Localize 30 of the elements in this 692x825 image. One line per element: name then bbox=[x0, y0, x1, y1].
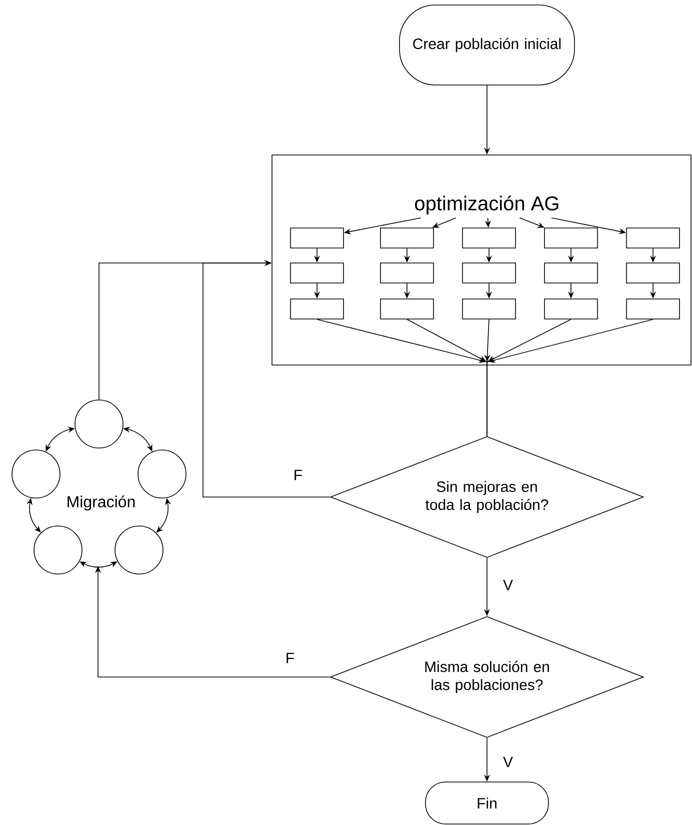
circle-node bbox=[114, 526, 164, 574]
container-box bbox=[272, 154, 692, 366]
process-box bbox=[380, 298, 434, 320]
process-box bbox=[290, 228, 344, 248]
process-box bbox=[626, 298, 680, 320]
edge-label: V bbox=[502, 756, 514, 768]
heading: optimización AG bbox=[415, 196, 558, 214]
process-box bbox=[544, 228, 598, 248]
process-box bbox=[626, 228, 680, 248]
ring-label: Migración bbox=[68, 495, 135, 511]
process-box bbox=[380, 262, 434, 284]
process-box bbox=[380, 228, 434, 248]
process-box bbox=[626, 262, 680, 284]
circle-node bbox=[34, 526, 82, 574]
circle-node bbox=[138, 450, 186, 498]
circle-node bbox=[74, 400, 124, 448]
terminal-box: Crear población inicial bbox=[399, 4, 575, 86]
edge-label: F bbox=[284, 652, 296, 664]
circle-node bbox=[12, 450, 60, 498]
edge-label: V bbox=[502, 578, 514, 592]
arrow bbox=[486, 319, 654, 436]
process-box bbox=[462, 228, 516, 248]
process-box bbox=[462, 298, 516, 320]
process-box bbox=[544, 262, 598, 284]
process-box bbox=[544, 298, 598, 320]
process-box bbox=[290, 262, 344, 284]
process-box bbox=[462, 262, 516, 284]
edge-label: F bbox=[292, 468, 304, 482]
terminal-box: Fin bbox=[425, 782, 549, 824]
process-box bbox=[290, 298, 344, 320]
